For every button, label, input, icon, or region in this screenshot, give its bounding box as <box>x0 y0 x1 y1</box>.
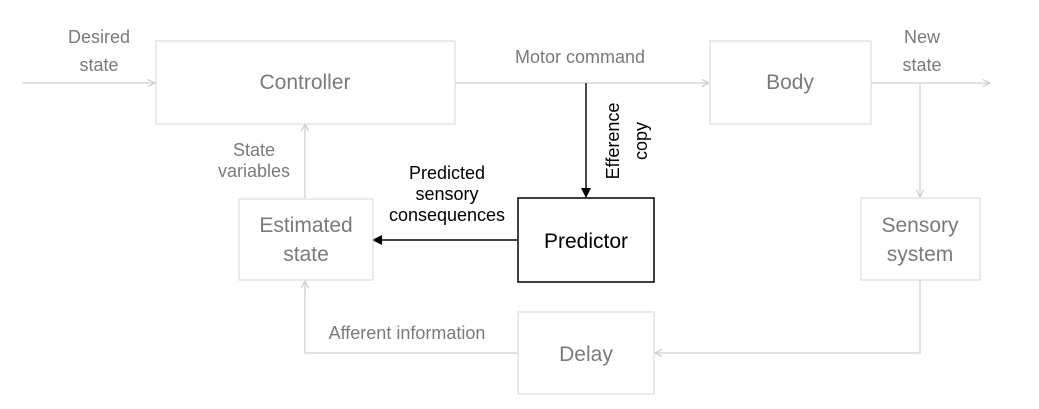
controller-label: Controller <box>259 71 350 94</box>
body-label: Body <box>766 71 814 94</box>
desired-state-label-line2: state <box>79 55 118 75</box>
estimated-state-label-line1: Estimated <box>259 214 352 237</box>
afferent-information-label: Afferent information <box>329 323 486 343</box>
delay-to-estimated-arrow <box>305 281 518 354</box>
efference-copy-label-line1: Efference <box>603 103 623 180</box>
predictor-block: Predictor <box>517 197 655 283</box>
state-variables-label-line2: variables <box>218 161 290 181</box>
predicted-sensory-label-line1: Predicted <box>409 163 485 183</box>
desired-state-label-line1: Desired <box>68 27 130 47</box>
estimated-state-label-line2: state <box>283 243 329 266</box>
predicted-sensory-label-line2: sensory <box>415 184 478 204</box>
sensory-system-label-line1: Sensory <box>881 214 959 237</box>
new-state-label-line2: state <box>902 55 941 75</box>
delay-block: Delay <box>517 311 655 395</box>
sensory-to-delay-arrow <box>655 280 921 353</box>
predicted-sensory-label-line3: consequences <box>389 205 505 225</box>
efference-copy-label-line2: copy <box>631 122 651 160</box>
controller-block: Controller <box>155 40 456 125</box>
body-block: Body <box>709 40 872 125</box>
motor-command-label: Motor command <box>515 47 645 67</box>
state-variables-label-line1: State <box>233 140 275 160</box>
sensory-system-label-line2: system <box>887 243 954 266</box>
sensory-system-block: Sensory system <box>860 197 981 281</box>
predictor-label: Predictor <box>544 230 628 253</box>
new-state-label-line1: New <box>904 27 941 47</box>
delay-label: Delay <box>559 343 613 366</box>
estimated-state-block: Estimated state <box>238 198 374 281</box>
